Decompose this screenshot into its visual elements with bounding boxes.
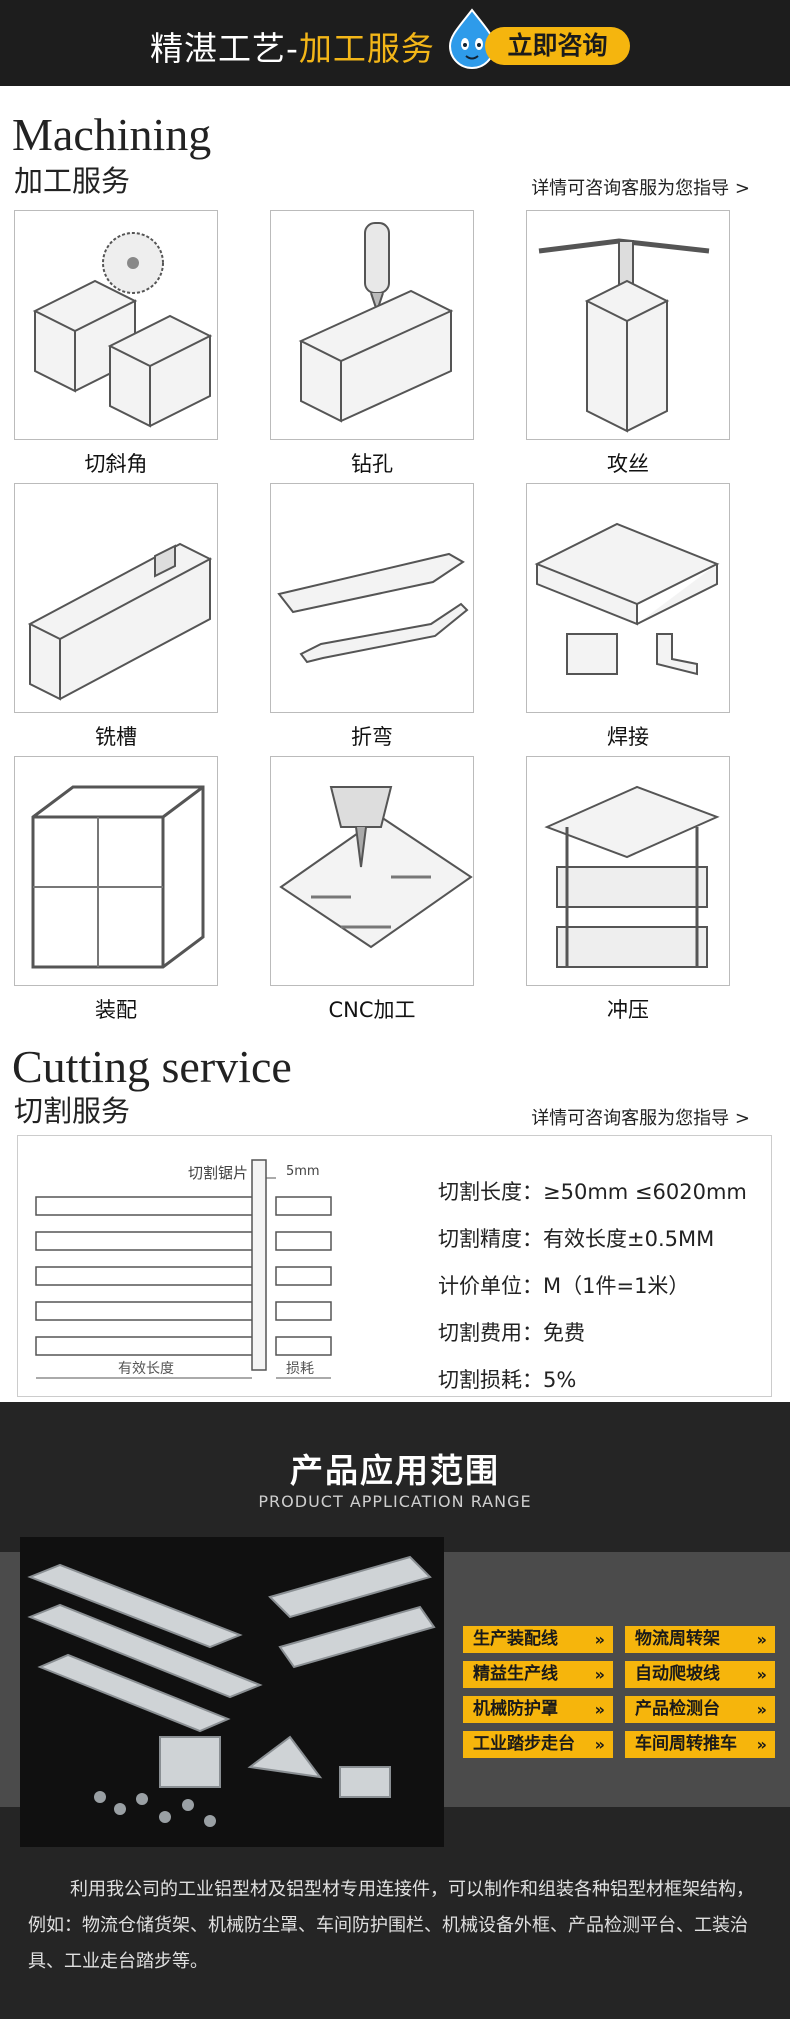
tile-bending: 折弯 [270, 483, 474, 751]
drilling-icon [298, 222, 454, 423]
saw-blade-label: 切割锯片 [188, 1164, 249, 1182]
mascot-icon [448, 8, 496, 69]
application-tag[interactable]: 生产装配线» [463, 1626, 613, 1653]
tile-label: 切斜角 [84, 452, 148, 476]
tapping-icon [538, 238, 710, 433]
aluminum-profiles-photo [20, 1537, 444, 1847]
tile-label: 铣槽 [95, 725, 137, 749]
application-section: 产品应用范围 PRODUCT APPLICATION RANGE 生产装配线» … [0, 1402, 790, 2019]
tile-label: CNC加工 [328, 998, 416, 1022]
chevron-right-icon: » [594, 1665, 605, 1684]
chevron-right-icon: » [756, 1630, 767, 1649]
cnc-machining-icon [279, 786, 473, 949]
cutting-diagram [35, 1159, 332, 1379]
application-tag[interactable]: 物流周转架» [625, 1626, 775, 1653]
tile-milling: 铣槽 [14, 483, 218, 751]
header-title-highlight: 加工服务 [298, 29, 435, 68]
gap-label: 5mm [286, 1164, 320, 1179]
machining-title-en: Machining [12, 109, 212, 160]
chevron-right-icon: » [594, 1735, 605, 1754]
application-description: 利用我公司的工业铝型材及铝型材专用连接件，可以制作和组装各种铝型材框架结构，例如… [28, 1879, 754, 1972]
chevron-right-icon: » [756, 1665, 767, 1684]
header-title: 精湛工艺-加工服务 [150, 22, 435, 70]
application-title: 产品应用范围 [290, 1451, 500, 1490]
tile-label: 装配 [95, 998, 137, 1022]
effective-length-label: 有效长度 [118, 1361, 174, 1377]
tile-label: 折弯 [351, 725, 393, 749]
consult-now-button[interactable]: 立即咨询 [485, 27, 630, 65]
tile-stamping: 冲压 [526, 756, 730, 1024]
tile-label: 焊接 [607, 725, 649, 749]
application-tag[interactable]: 机械防护罩» [463, 1696, 613, 1723]
machining-title-cn: 加工服务 [14, 164, 131, 198]
tile-welding: 焊接 [526, 483, 730, 751]
application-tag[interactable]: 产品检测台» [625, 1696, 775, 1723]
chevron-right-icon: » [756, 1735, 767, 1754]
application-subtitle: PRODUCT APPLICATION RANGE [258, 1492, 532, 1511]
tile-label: 钻孔 [351, 452, 393, 476]
header-banner: 精湛工艺-加工服务 立即咨询 [0, 0, 790, 86]
application-tag[interactable]: 自动爬坡线» [625, 1661, 775, 1688]
spec-cut-fee: 切割费用：免费 [438, 1321, 585, 1345]
chevron-right-icon: » [756, 1700, 767, 1719]
spec-cut-loss: 切割损耗：5% [438, 1368, 577, 1392]
cutting-title-en: Cutting service [12, 1041, 292, 1092]
tile-label: 冲压 [607, 998, 649, 1022]
chevron-right-icon: » [594, 1630, 605, 1649]
milling-slot-icon [27, 542, 213, 701]
saw-cutting-icon [32, 232, 213, 428]
loss-label: 损耗 [286, 1361, 314, 1377]
tile-bevel-cut: 切斜角 [14, 210, 218, 478]
spec-cut-precision: 切割精度：有效长度±0.5MM [438, 1227, 715, 1251]
spec-cut-length: 切割长度：≥50mm ≤6020mm [438, 1180, 747, 1204]
tile-tapping: 攻丝 [526, 210, 730, 478]
cutting-title-cn: 切割服务 [14, 1094, 131, 1128]
application-tag[interactable]: 工业踏步走台» [463, 1731, 613, 1758]
assembly-frame-icon [31, 785, 205, 969]
application-tag[interactable]: 精益生产线» [463, 1661, 613, 1688]
tile-label: 攻丝 [607, 452, 649, 476]
tile-cnc: CNC加工 [270, 756, 474, 1024]
tile-assembly: 装配 [14, 756, 218, 1024]
tile-drilling: 钻孔 [270, 210, 474, 478]
machining-consult-link[interactable]: 详情可咨询客服为您指导 > [531, 178, 750, 199]
stamping-press-icon [544, 785, 720, 968]
chevron-right-icon: » [594, 1700, 605, 1719]
welding-icon [534, 522, 720, 676]
header-title-main: 精湛工艺- [150, 29, 299, 68]
spec-pricing-unit: 计价单位：M（1件=1米） [438, 1274, 690, 1298]
cutting-consult-link[interactable]: 详情可咨询客服为您指导 > [531, 1108, 750, 1129]
application-tag[interactable]: 车间周转推车» [625, 1731, 775, 1758]
bending-icon [277, 552, 469, 664]
cutting-spec-panel: 切割锯片 5mm 有效长度 损耗 切割长度：≥50mm ≤6020mm 切割精度… [17, 1135, 772, 1397]
